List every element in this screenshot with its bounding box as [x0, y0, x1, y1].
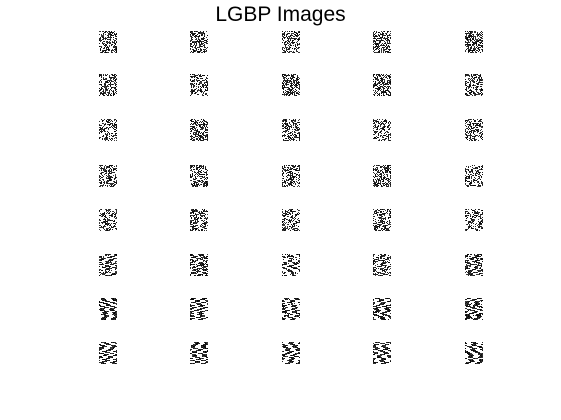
- lgbp-image-r2-c3: [282, 74, 300, 96]
- lgbp-image-r6-c4: [373, 254, 391, 276]
- lgbp-image-r2-c4: [373, 74, 391, 96]
- lgbp-image-r7-c1: [99, 298, 117, 320]
- lgbp-image-r5-c4: [373, 209, 391, 231]
- lgbp-image-r4-c3: [282, 165, 300, 187]
- lgbp-image-r8-c1: [99, 342, 117, 364]
- lgbp-image-r7-c5: [465, 298, 483, 320]
- lgbp-image-r5-c3: [282, 209, 300, 231]
- lgbp-image-r6-c3: [282, 254, 300, 276]
- lgbp-image-r8-c4: [373, 342, 391, 364]
- lgbp-image-r1-c3: [282, 31, 300, 53]
- lgbp-image-r4-c4: [373, 165, 391, 187]
- lgbp-image-r5-c5: [465, 209, 483, 231]
- lgbp-image-r8-c5: [465, 342, 483, 364]
- lgbp-image-r6-c2: [190, 254, 208, 276]
- figure-title: LGBP Images: [215, 3, 346, 26]
- lgbp-image-r1-c2: [190, 31, 208, 53]
- lgbp-image-r7-c2: [190, 298, 208, 320]
- lgbp-image-r3-c1: [99, 119, 117, 141]
- lgbp-image-r2-c5: [465, 74, 483, 96]
- lgbp-image-r7-c3: [282, 298, 300, 320]
- lgbp-image-r8-c2: [190, 342, 208, 364]
- lgbp-image-r5-c2: [190, 209, 208, 231]
- lgbp-image-r5-c1: [99, 209, 117, 231]
- lgbp-image-r4-c1: [99, 165, 117, 187]
- lgbp-image-r8-c3: [282, 342, 300, 364]
- lgbp-image-r3-c5: [465, 119, 483, 141]
- lgbp-image-r3-c4: [373, 119, 391, 141]
- lgbp-image-r4-c2: [190, 165, 208, 187]
- lgbp-image-r3-c3: [282, 119, 300, 141]
- lgbp-image-r4-c5: [465, 165, 483, 187]
- lgbp-image-r2-c1: [99, 74, 117, 96]
- lgbp-image-r1-c4: [373, 31, 391, 53]
- lgbp-image-r2-c2: [190, 74, 208, 96]
- lgbp-image-r1-c5: [465, 31, 483, 53]
- lgbp-image-r6-c1: [99, 254, 117, 276]
- lgbp-image-r7-c4: [373, 298, 391, 320]
- lgbp-image-r3-c2: [190, 119, 208, 141]
- lgbp-image-r6-c5: [465, 254, 483, 276]
- lgbp-image-r1-c1: [99, 31, 117, 53]
